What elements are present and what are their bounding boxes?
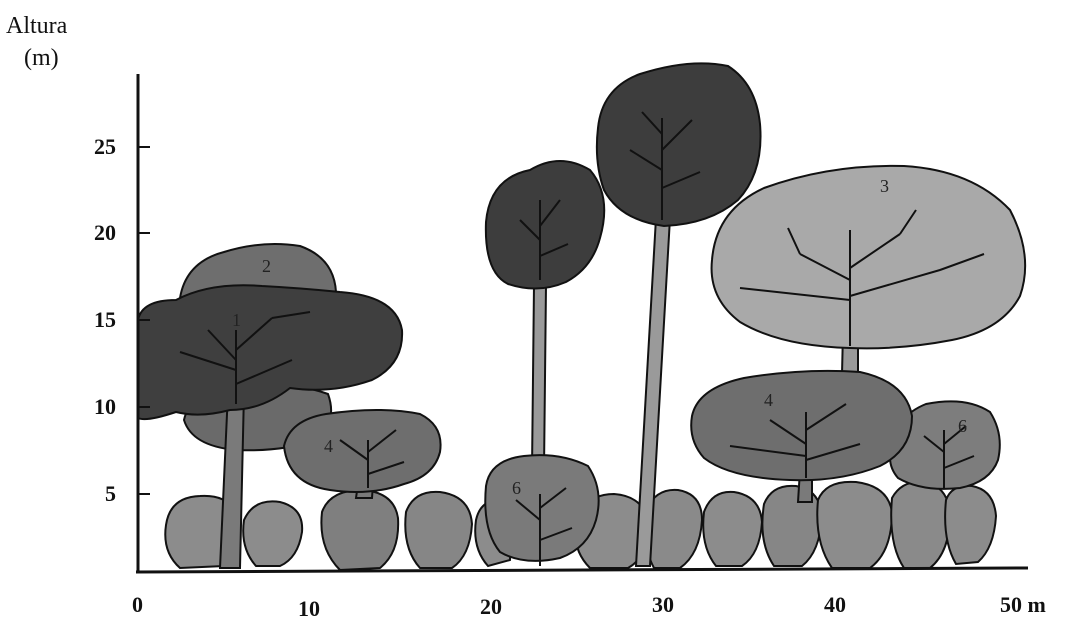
tree-label-4-right: 4 — [764, 390, 773, 410]
tall-tree-middle — [486, 161, 604, 470]
y-axis-ticks — [138, 147, 150, 494]
tree-4-right — [691, 371, 912, 502]
tall-tree-middle-trunk — [532, 285, 546, 470]
tree-1-crown — [138, 285, 402, 419]
shrub-2 — [243, 501, 302, 566]
shrub-9 — [762, 486, 822, 566]
tall-tree-tallest-crown — [597, 63, 761, 226]
tree-6-middle-crown — [485, 455, 598, 561]
shrub-10 — [817, 482, 892, 568]
tree-label-4-left: 4 — [324, 436, 333, 456]
tree-4-left — [284, 410, 441, 498]
tree-label-6-middle: 6 — [512, 478, 521, 498]
tall-tree-middle-crown — [486, 161, 604, 289]
tree-label-3: 3 — [880, 176, 889, 196]
shrub-4 — [405, 492, 472, 568]
shrub-11 — [891, 482, 950, 568]
tree-label-2: 2 — [262, 256, 271, 276]
shrub-3 — [321, 490, 398, 570]
shrub-12 — [945, 486, 996, 564]
tree-label-1: 1 — [232, 310, 241, 330]
tree-3 — [712, 166, 1026, 374]
tree-4-left-crown — [284, 410, 441, 492]
x-axis-line — [136, 568, 1028, 572]
shrub-8 — [703, 492, 762, 566]
tree-label-6-right: 6 — [958, 416, 967, 436]
tree-4-right-crown — [691, 371, 912, 480]
